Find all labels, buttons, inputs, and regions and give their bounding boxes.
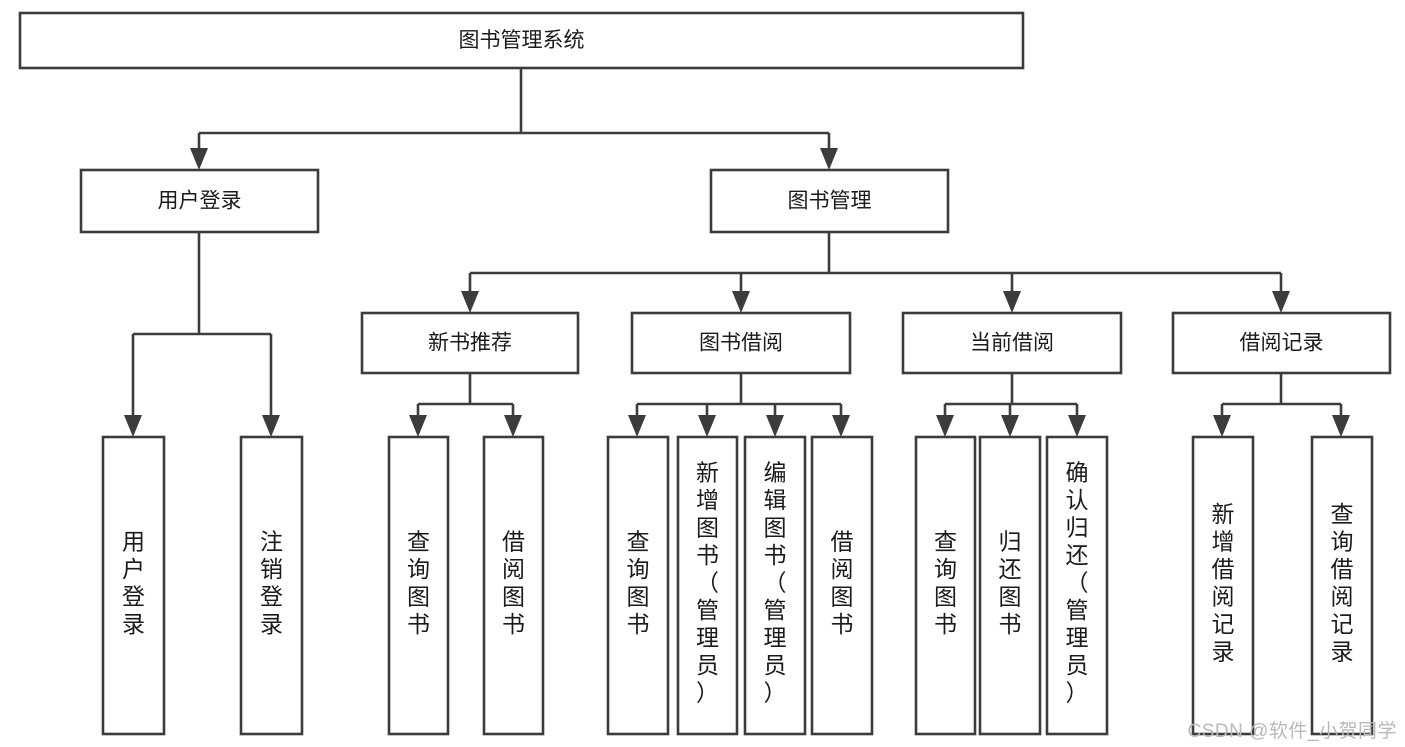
node-leaf[interactable]: 新增图书（管理员） — [676, 435, 739, 736]
node-box[interactable] — [606, 435, 670, 736]
connector-arrow — [504, 404, 522, 437]
node-branch[interactable]: 借阅记录 — [1171, 311, 1392, 375]
connector-arrow — [628, 404, 646, 437]
node-branch[interactable]: 图书借阅 — [630, 311, 852, 375]
node-leaf[interactable]: 确认归还（管理员） — [1045, 435, 1109, 736]
connector-bus — [133, 232, 271, 336]
node-leaf[interactable]: 查询图书 — [606, 435, 670, 736]
watermark-text: CSDN @软件_小贺同学 — [1187, 721, 1397, 742]
node-label: 当前借阅 — [970, 332, 1054, 355]
node-label: 用户登录 — [122, 528, 145, 637]
connector-arrow — [262, 334, 280, 437]
connector-bus — [470, 232, 1281, 275]
connector-arrow — [936, 404, 954, 437]
node-box[interactable] — [18, 11, 1025, 70]
connector-bus — [418, 373, 513, 406]
connector-arrow — [698, 404, 716, 437]
node-branch[interactable]: 当前借阅 — [901, 311, 1123, 375]
connector-arrow — [1332, 404, 1350, 437]
node-leaf[interactable]: 注销登录 — [239, 435, 304, 736]
connector-arrow — [461, 273, 479, 313]
node-leaf[interactable]: 编辑图书（管理员） — [743, 435, 807, 736]
node-box[interactable] — [1191, 435, 1255, 736]
node-label: 图书借阅 — [699, 332, 783, 355]
node-label: 用户登录 — [158, 190, 242, 213]
node-box[interactable] — [79, 168, 320, 234]
node-box[interactable] — [1310, 435, 1374, 736]
node-branch[interactable]: 图书管理系统 — [18, 11, 1025, 70]
node-label: 查询借阅记录 — [1331, 501, 1354, 665]
node-label: 注销登录 — [260, 528, 283, 637]
node-box[interactable] — [709, 168, 950, 234]
connector-arrow — [190, 133, 208, 170]
node-box[interactable] — [676, 435, 739, 736]
node-box[interactable] — [1171, 311, 1392, 375]
node-label: 新书推荐 — [428, 332, 512, 355]
node-label: 借阅图书 — [502, 528, 525, 637]
node-label: 新增借阅记录 — [1212, 501, 1235, 665]
connector-bus — [637, 373, 841, 406]
node-box[interactable] — [810, 435, 874, 736]
connector-bus — [199, 68, 829, 135]
node-box[interactable] — [360, 311, 580, 375]
connector-arrow — [1068, 404, 1086, 437]
node-leaf[interactable]: 借阅图书 — [810, 435, 874, 736]
node-label: 编辑图书（管理员） — [764, 460, 787, 706]
node-label: 新增图书（管理员） — [696, 460, 719, 706]
connector-arrow — [1003, 273, 1021, 313]
node-label: 图书管理 — [788, 190, 872, 213]
node-label: 图书管理系统 — [459, 29, 585, 52]
node-box[interactable] — [743, 435, 807, 736]
connector-arrow — [1213, 404, 1231, 437]
connector-arrow — [409, 404, 427, 437]
node-box[interactable] — [482, 435, 545, 736]
node-box[interactable] — [239, 435, 304, 736]
node-box[interactable] — [1045, 435, 1109, 736]
node-leaf[interactable]: 查询图书 — [914, 435, 977, 736]
connector-arrow — [124, 334, 142, 437]
node-leaf[interactable]: 归还图书 — [978, 435, 1042, 736]
node-box[interactable] — [901, 311, 1123, 375]
node-label: 查询图书 — [934, 528, 957, 637]
node-leaf[interactable]: 查询借阅记录 — [1310, 435, 1374, 736]
node-box[interactable] — [101, 435, 166, 736]
node-label: 查询图书 — [407, 528, 430, 637]
connector-arrow — [766, 404, 784, 437]
node-leaf[interactable]: 借阅图书 — [482, 435, 545, 736]
connector-bus — [945, 373, 1077, 406]
node-label: 借阅图书 — [831, 528, 854, 637]
node-box[interactable] — [914, 435, 977, 736]
connector-arrow — [820, 133, 838, 170]
node-box[interactable] — [387, 435, 450, 736]
connector-arrow — [1001, 404, 1019, 437]
node-label: 借阅记录 — [1240, 332, 1324, 355]
node-branch[interactable]: 新书推荐 — [360, 311, 580, 375]
node-leaf[interactable]: 用户登录 — [101, 435, 166, 736]
connectors-layer — [124, 68, 1350, 437]
node-branch[interactable]: 图书管理 — [709, 168, 950, 234]
nodes-layer: 图书管理系统用户登录图书管理新书推荐图书借阅当前借阅借阅记录用户登录注销登录查询… — [18, 11, 1392, 736]
node-branch[interactable]: 用户登录 — [79, 168, 320, 234]
node-leaf[interactable]: 新增借阅记录 — [1191, 435, 1255, 736]
connector-arrow — [1272, 273, 1290, 313]
connector-bus — [1222, 373, 1341, 406]
connector-arrow — [732, 273, 750, 313]
node-box[interactable] — [630, 311, 852, 375]
connector-arrow — [832, 404, 850, 437]
node-label: 查询图书 — [627, 528, 650, 637]
node-label: 确认归还（管理员） — [1066, 460, 1089, 706]
node-leaf[interactable]: 查询图书 — [387, 435, 450, 736]
node-box[interactable] — [978, 435, 1042, 736]
node-label: 归还图书 — [999, 528, 1022, 637]
